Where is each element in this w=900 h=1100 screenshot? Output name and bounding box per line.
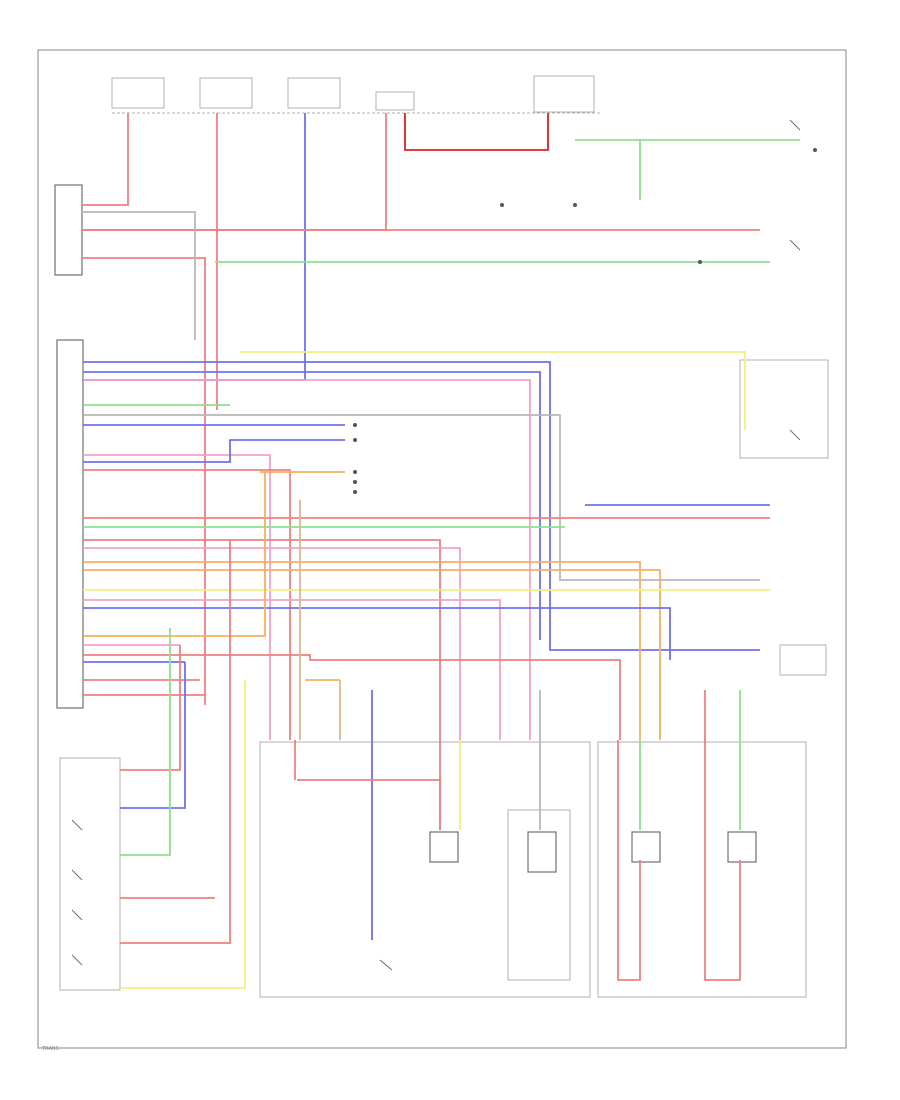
transmission-range-switch [59,757,121,991]
brake-switch [779,644,827,676]
ecm-connector-column [56,339,84,709]
main-relay-connector [54,184,83,276]
speed-sensor-box [597,741,807,998]
switch-icon [71,119,801,971]
transaxle-solenoid-box [259,741,591,998]
diagram-frame [37,49,847,1049]
top-fuse-blocks [111,75,600,114]
clutch-switch-box [739,359,829,459]
footer-code: TRANS [41,1046,59,1052]
connector-icon [353,148,817,494]
